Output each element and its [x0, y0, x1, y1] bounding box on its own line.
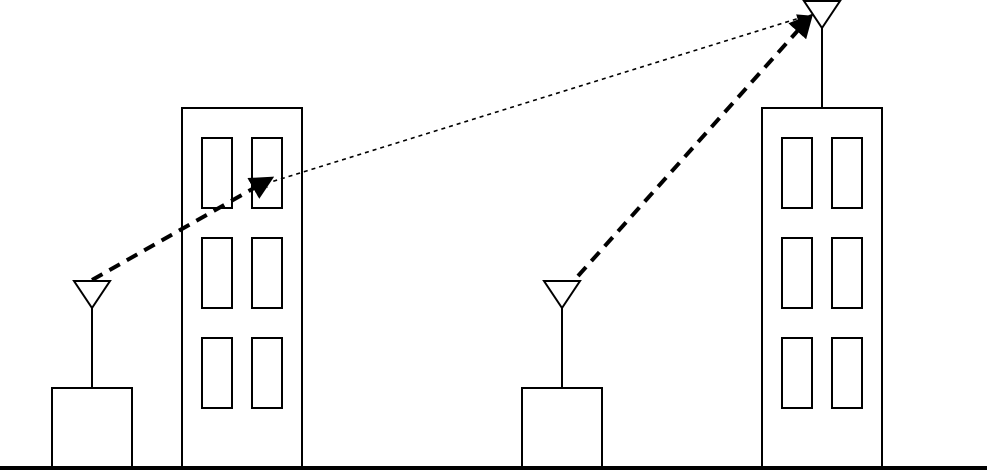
- building-right-window: [781, 337, 813, 409]
- building-right-window: [781, 237, 813, 309]
- antenna-middle-icon: [542, 280, 582, 310]
- building-right-window: [831, 237, 863, 309]
- building-left-window: [201, 237, 233, 309]
- building-right: [761, 0, 883, 469]
- building-left-window: [201, 337, 233, 409]
- link-left-antenna-to-building-window: [91, 176, 275, 282]
- antenna-right-rooftop-icon: [802, 0, 842, 30]
- antenna-left-icon: [72, 280, 112, 310]
- small-box-left: [51, 387, 133, 469]
- building-left-window: [251, 137, 283, 209]
- building-left: [181, 107, 303, 469]
- link-building-window-to-rooftop-antenna: [255, 14, 809, 188]
- middle-base-station: [521, 280, 603, 469]
- link-middle-antenna-to-rooftop-antenna: [576, 13, 814, 278]
- building-left-window: [201, 137, 233, 209]
- building-left-body: [181, 107, 303, 469]
- building-left-window: [251, 337, 283, 409]
- building-left-window: [251, 237, 283, 309]
- building-right-window: [831, 337, 863, 409]
- building-right-window: [831, 137, 863, 209]
- left-base-station: [51, 280, 133, 469]
- building-right-body: [761, 107, 883, 469]
- building-right-window: [781, 137, 813, 209]
- small-box-middle: [521, 387, 603, 469]
